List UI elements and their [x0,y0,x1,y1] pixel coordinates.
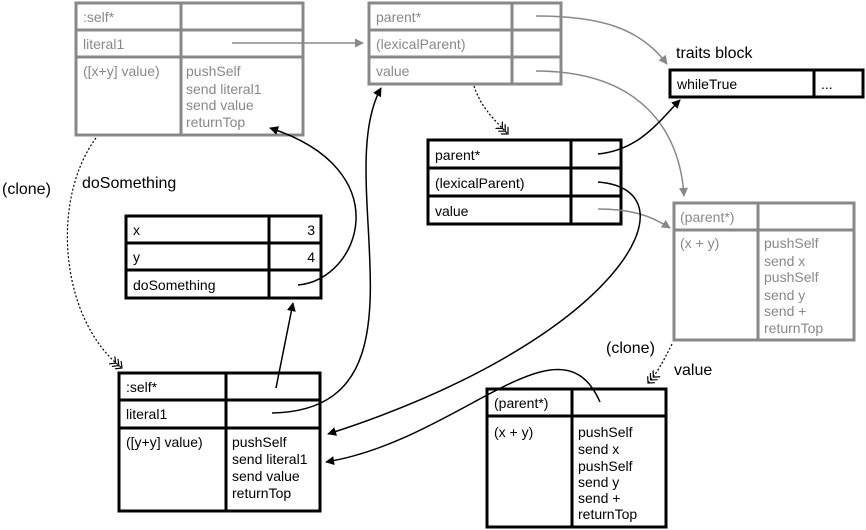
slot-lexical-parent: (lexicalParent) [376,36,465,52]
gray-arrows [232,15,688,229]
bytecode: returnTop [186,114,245,130]
slot-do-something: doSomething [133,277,216,293]
bytecode: send y [578,474,619,490]
bytecode: returnTop [578,506,637,522]
method-prototype-box: :self* literal1 ([x+y] value) pushSelf s… [74,1,305,137]
clone-arrow-block [473,85,508,134]
arrow-block-clone-lexical-to-method-clone [327,181,641,436]
slot-literal1: literal1 [83,36,124,52]
bytecode: send literal1 [232,451,308,467]
slot-lexical-parent: (lexicalParent) [435,175,524,191]
slot-parent: (parent*) [494,395,548,411]
bytecode: send y [764,287,805,303]
arrow-proto-value-to-value-method [535,70,688,197]
bytecode: send + [764,303,806,319]
slot-while-true: whileTrue [676,76,737,92]
bytecode: returnTop [232,485,291,501]
bytecode: pushSelf [764,235,819,251]
value-y: 4 [307,249,315,265]
clone-label-left: (clone) [2,181,51,198]
slot-parent: parent* [376,9,422,25]
code-label: ([y+y] value) [126,434,203,450]
value-method-prototype-box: (parent*) (x + y) pushSelf send x pushSe… [672,201,856,342]
bytecode: send + [578,490,620,506]
slot-ellipsis: ... [821,76,833,92]
value-label: value [674,362,712,379]
slot-literal1: literal1 [126,406,167,422]
slot-self: :self* [83,9,115,25]
arrow-block-clone-parent-to-traits [597,99,681,155]
slot-y: y [133,249,140,265]
bytecode: pushSelf [578,424,633,440]
arrow-clone-self-to-receiver [275,302,296,389]
bytecode: send value [186,97,254,113]
block-clone-box: parent* (lexicalParent) value [426,138,623,226]
arrow-value-clone-parent-to-method-clone [325,368,601,466]
clone-label-right: (clone) [606,340,655,357]
slot-parent: parent* [435,147,481,163]
value-method-clone-box: (parent*) (x + y) pushSelf send x pushSe… [485,387,668,529]
arrow-do-something-to-method-proto [269,126,357,286]
bytecode: pushSelf [764,269,819,285]
slot-self: :self* [126,379,158,395]
clone-arrows [66,85,673,383]
receiver-object-box: x 3 y 4 doSomething [124,214,323,300]
value-x: 3 [307,222,315,238]
method-clone-box: :self* literal1 ([y+y] value) pushSelf s… [117,371,322,513]
bytecode: returnTop [764,320,823,336]
traits-block-title: traits block [676,45,753,62]
slot-parent: (parent*) [680,209,734,225]
bytecode: pushSelf [186,63,241,79]
code-label: (x + y) [680,235,719,251]
block-prototype-box: parent* (lexicalParent) value [367,1,563,86]
slot-value: value [435,203,469,219]
bytecode: send literal1 [186,81,262,97]
bytecode: pushSelf [578,458,633,474]
bytecode: pushSelf [232,434,287,450]
bytecode: send x [764,253,805,269]
bytecode: send value [232,468,300,484]
arrow-clone-value-to-value-method [597,208,671,229]
arrow-proto-parent-to-traits [535,15,668,65]
code-label: ([x+y] value) [83,63,160,79]
arrow-clone-literal1-to-block-proto [271,87,382,414]
clone-arrow-method [66,137,122,368]
code-label: (x + y) [494,424,533,440]
do-something-label: doSomething [82,175,176,192]
black-arrows [269,87,681,466]
clone-arrow-value-method [648,343,673,383]
slot-x: x [133,222,140,238]
traits-block-box: traits block whileTrue ... [668,45,865,99]
bytecode: send x [578,441,619,457]
slot-value: value [376,63,410,79]
